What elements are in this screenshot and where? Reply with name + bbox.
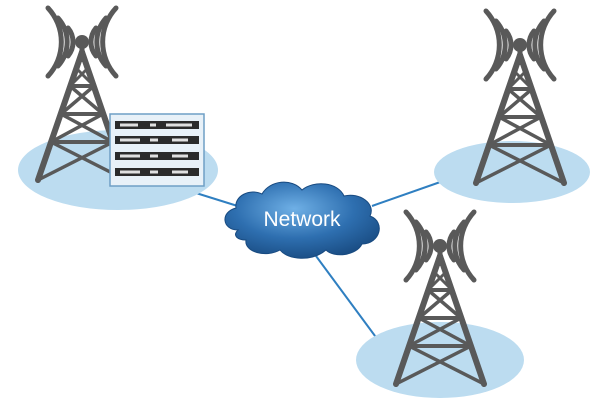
link-network-to-bottom [315, 255, 379, 341]
network-cloud-icon [224, 181, 380, 259]
link-network-to-right [371, 179, 447, 207]
site-right-base [434, 141, 590, 203]
server-rack-icon [109, 113, 205, 187]
